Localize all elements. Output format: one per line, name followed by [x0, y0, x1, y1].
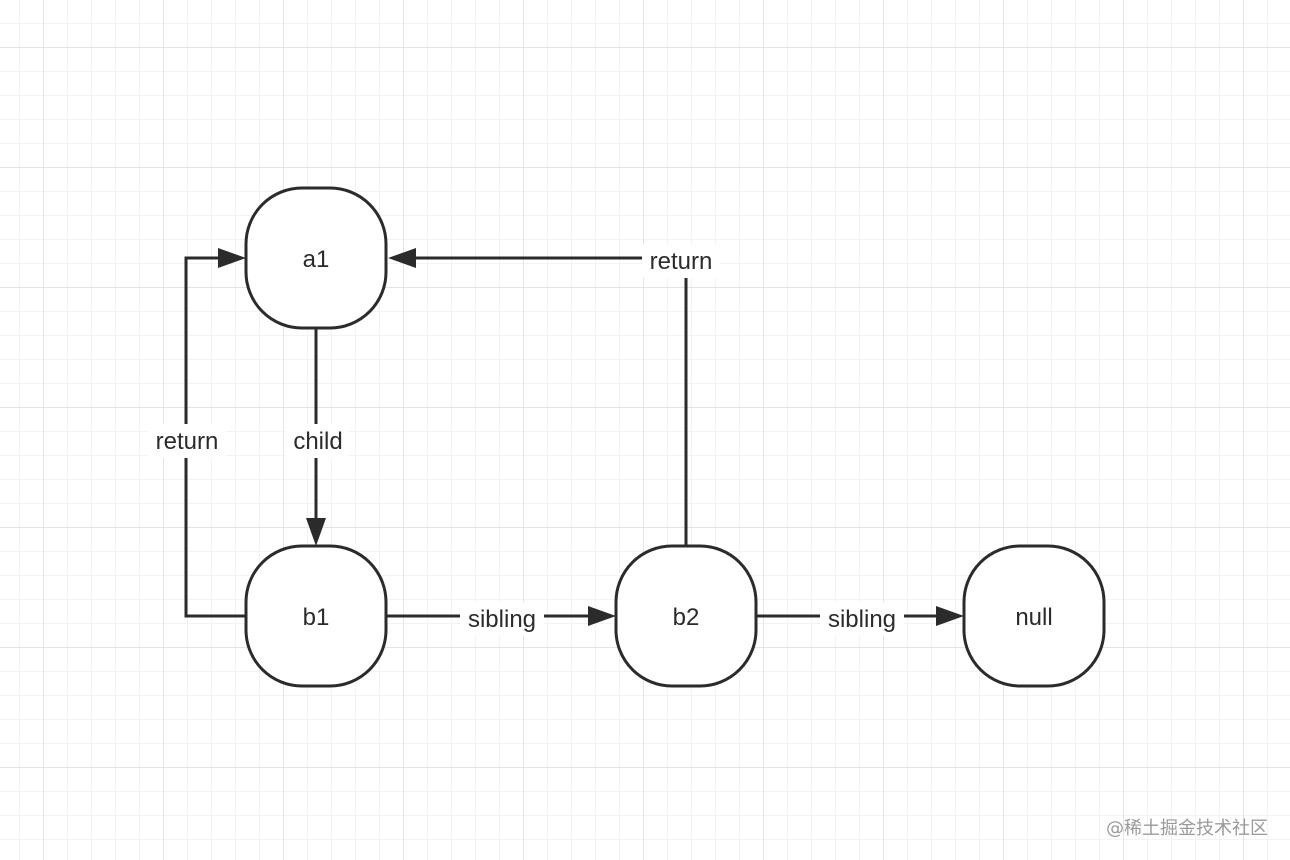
arrowhead: [936, 606, 964, 626]
node-a1-label: a1: [303, 246, 330, 273]
node-b2: b2: [614, 544, 758, 688]
arrowhead: [588, 606, 616, 626]
edge-label-sibling-b1-b2: sibling: [460, 602, 544, 636]
edge-label-child: child: [286, 424, 348, 458]
node-null-label: null: [1015, 604, 1052, 631]
edge-label-return-top: return: [642, 244, 720, 278]
node-b1: b1: [244, 544, 388, 688]
edge-label-sibling-b2-null-text: sibling: [828, 606, 896, 633]
arrowhead: [218, 248, 246, 268]
node-null: null: [962, 544, 1106, 688]
edge-label-return-left: return: [148, 424, 226, 458]
node-a1-shape: [244, 186, 388, 330]
node-null-shape: [962, 544, 1106, 688]
node-b1-shape: [244, 544, 388, 688]
arrowhead: [306, 518, 326, 546]
node-b1-label: b1: [303, 604, 330, 631]
edge-b2-return-a1: [388, 248, 688, 546]
edge-label-sibling-b2-null: sibling: [820, 602, 904, 636]
edge-label-sibling-b1-b2-text: sibling: [468, 606, 536, 633]
arrowhead: [388, 248, 416, 268]
edge-label-return-left-text: return: [156, 428, 219, 455]
node-b2-shape: [614, 544, 758, 688]
node-a1: a1: [244, 186, 388, 330]
edge-label-child-text: child: [293, 428, 342, 455]
edge-label-return-top-text: return: [650, 248, 713, 275]
watermark: @稀土掘金技术社区: [1106, 818, 1268, 839]
node-b2-label: b2: [673, 604, 700, 631]
